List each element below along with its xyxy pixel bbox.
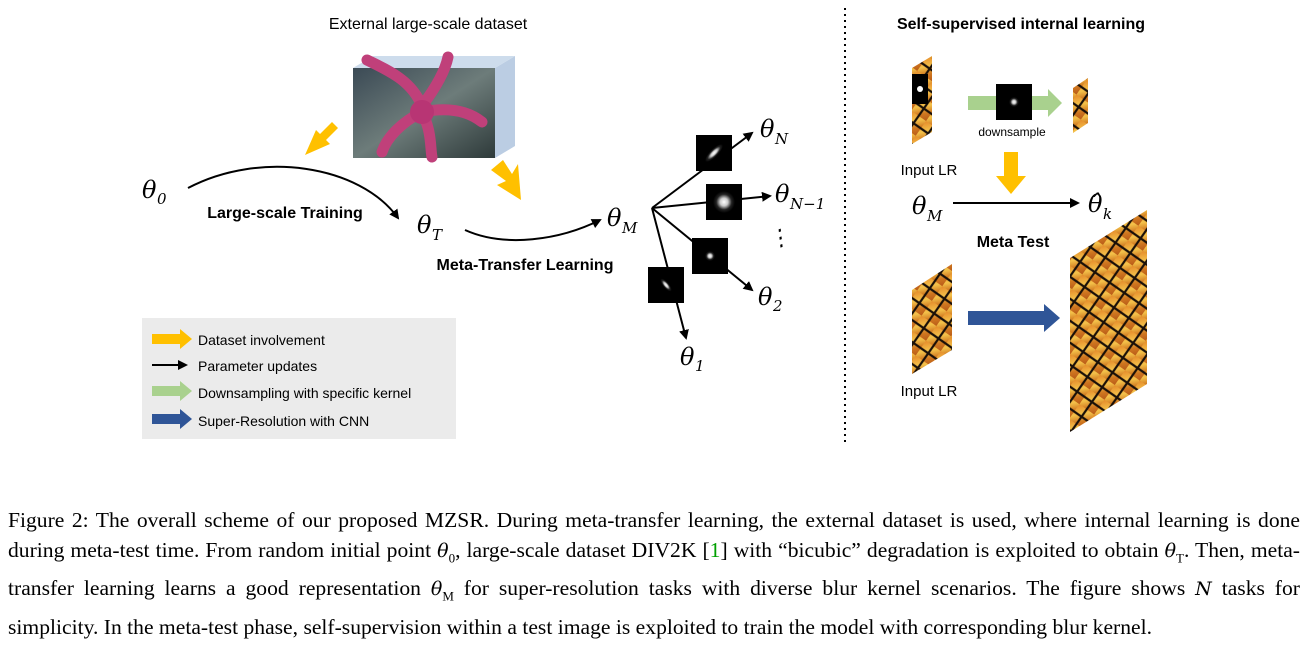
ellipsis-dots: ⋮	[764, 224, 793, 255]
legend-yellow-arrow-icon	[152, 329, 192, 349]
theta-2-subscript: 2	[772, 297, 783, 315]
theta-0-symbol: θ	[142, 176, 157, 204]
large-scale-training-label: Large-scale Training	[207, 205, 363, 222]
dataset-image-stack	[353, 51, 515, 163]
kernel-image-n-1	[706, 184, 742, 220]
figure-caption: Figure 2: The overall scheme of our prop…	[8, 508, 1300, 639]
super-resolution-arrow	[968, 304, 1060, 332]
theta-2-symbol: θ	[758, 283, 773, 311]
legend-green-arrow-icon	[152, 381, 192, 401]
theta-hat-subscript: k	[1103, 205, 1112, 223]
mzsr-scheme-diagram: External large-scale dataset θ 0 Large-s…	[142, 8, 1147, 445]
theta-n-1-symbol: θ	[775, 180, 790, 208]
theta-t-symbol: θ	[417, 211, 432, 239]
legend: Dataset involvement Parameter updates Do…	[142, 318, 456, 439]
theta-0-subscript: 0	[157, 190, 167, 208]
param-update-arrow-meta-transfer	[464, 219, 602, 242]
theta-1-symbol: θ	[680, 343, 695, 371]
legend-label-parameter: Parameter updates	[198, 358, 317, 374]
downsampled-image	[1073, 78, 1088, 133]
downsample-arrow	[968, 84, 1062, 120]
param-update-arrow-training	[187, 165, 400, 220]
theta-m-subscript-right: M	[926, 207, 943, 225]
theta-n-1-subscript: N−1	[789, 195, 825, 213]
theta-1-subscript: 1	[695, 357, 705, 375]
legend-label-super-resolution: Super-Resolution with CNN	[198, 413, 369, 429]
theta-n-subscript: N	[774, 130, 789, 148]
input-lr-image-bottom	[912, 264, 952, 374]
theta-n-symbol: θ	[760, 115, 775, 143]
dataset-arrow-down	[996, 152, 1026, 194]
theta-hat-symbol: θ̂	[1088, 190, 1103, 218]
right-panel-title: Self-supervised internal learning	[897, 16, 1145, 33]
downsample-label: downsample	[978, 125, 1046, 139]
kernel-image-2	[692, 238, 728, 274]
input-lr-label-bottom: Input LR	[901, 383, 958, 400]
sr-output-image	[1070, 210, 1147, 432]
legend-blue-arrow-icon	[152, 409, 192, 429]
meta-transfer-label: Meta-Transfer Learning	[437, 257, 614, 274]
theta-m-symbol-right: θ	[912, 192, 927, 220]
citation-link[interactable]: 1	[709, 538, 721, 562]
legend-label-downsampling: Downsampling with specific kernel	[198, 385, 411, 401]
input-lr-image-top	[912, 56, 932, 144]
kernel-image-1	[648, 267, 684, 303]
dataset-arrow-right	[491, 160, 521, 200]
theta-m-subscript: M	[621, 219, 638, 237]
legend-label-dataset: Dataset involvement	[198, 332, 325, 348]
input-lr-label-top: Input LR	[901, 162, 958, 179]
dataset-arrow-left	[305, 122, 338, 155]
meta-test-label: Meta Test	[977, 234, 1050, 251]
kernel-image-n	[696, 135, 732, 171]
theta-m-symbol: θ	[607, 204, 622, 232]
theta-t-subscript: T	[432, 226, 443, 244]
dataset-label: External large-scale dataset	[329, 16, 528, 33]
